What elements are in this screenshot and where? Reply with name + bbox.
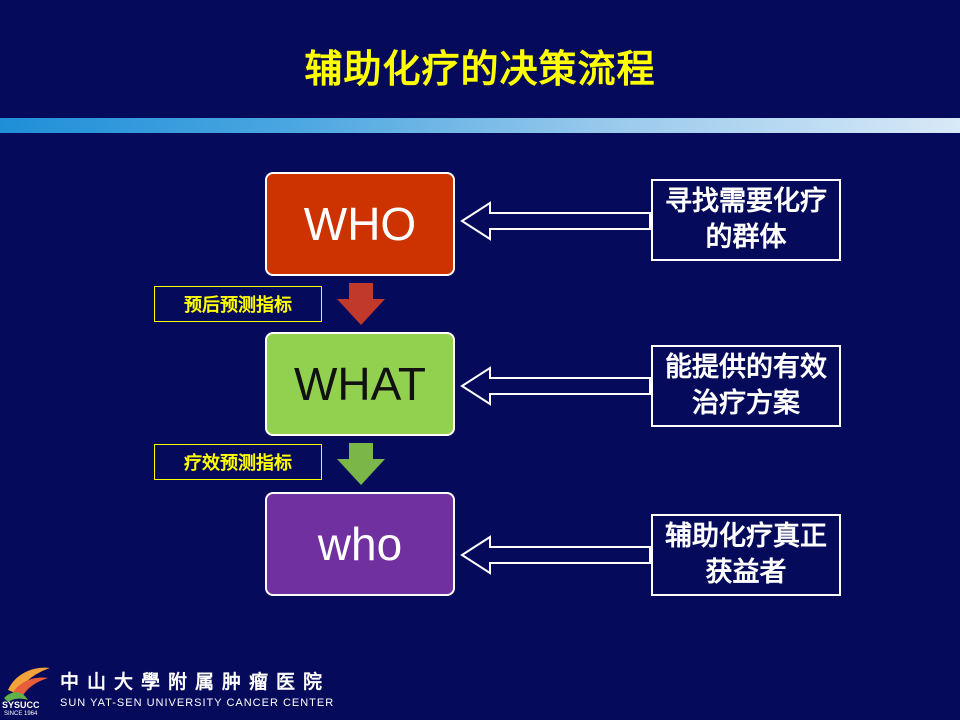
arrow-down-green-icon [337, 443, 385, 485]
note-target-population: 寻找需要化疗的群体 [651, 179, 841, 261]
arrow-left-hollow-icon [460, 535, 651, 575]
hospital-name-en: SUN YAT-SEN UNIVERSITY CANCER CENTER [60, 697, 335, 709]
note-effective-treatment: 能提供的有效治疗方案 [651, 345, 841, 427]
arrow-down-red-icon [337, 283, 385, 325]
what-box: WHAT [265, 332, 455, 436]
who-lowercase-box: who [265, 492, 455, 596]
predictive-indicator-label: 疗效预测指标 [154, 444, 322, 480]
logo-since-text: SINCE 1964 [4, 711, 38, 717]
note-true-beneficiaries: 辅助化疗真正获益者 [651, 514, 841, 596]
sysucc-logo-icon [4, 667, 50, 702]
prognostic-indicator-label: 预后预测指标 [154, 286, 322, 322]
title-divider-bar [0, 118, 960, 133]
who-box: WHO [265, 172, 455, 276]
hospital-name-cn: 中山大學附属肿瘤医院 [60, 671, 331, 693]
logo-badge-text: SYSUCC [2, 700, 40, 710]
page-title: 辅助化疗的决策流程 [304, 47, 656, 91]
arrow-left-hollow-icon [460, 201, 651, 241]
arrow-left-hollow-icon [460, 366, 651, 406]
